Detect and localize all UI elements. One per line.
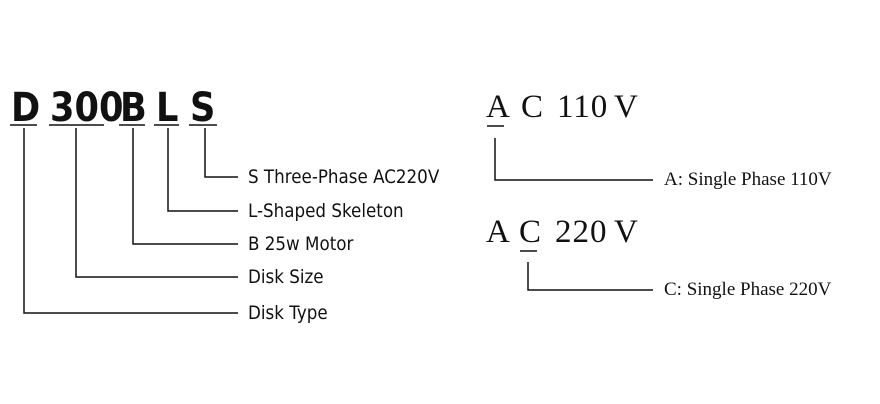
vcode2-voltage: 220 [555,214,608,250]
label-d: Disk Type [248,302,328,324]
vcode2-a: A [486,214,511,250]
vcode1-label: A: Single Phase 110V [664,169,832,190]
vcode1-v: V [614,89,639,125]
leader-s [204,128,238,178]
vcode2-c: C [519,214,543,250]
code-d: D [11,85,41,131]
vcode1-a: A [486,89,511,125]
leader-a [494,138,653,181]
leader-c [527,262,653,291]
leader-300 [75,128,238,278]
code-s: S [190,85,216,131]
code-300: 300 [50,85,124,131]
leader-b [132,128,238,245]
leader-d [23,128,238,314]
vcode1-voltage: 110 [557,89,609,125]
vcode1-c: C [521,89,545,125]
vcode2-label: C: Single Phase 220V [664,279,832,300]
code-l: L [156,85,179,131]
vcode2-v: V [614,214,639,250]
label-s: S Three-Phase AC220V [248,166,440,188]
label-b: B 25w Motor [248,233,354,255]
label-l: L-Shaped Skeleton [248,200,404,222]
label-300: Disk Size [248,266,324,288]
leader-l [167,128,238,212]
code-b: B [120,85,147,131]
